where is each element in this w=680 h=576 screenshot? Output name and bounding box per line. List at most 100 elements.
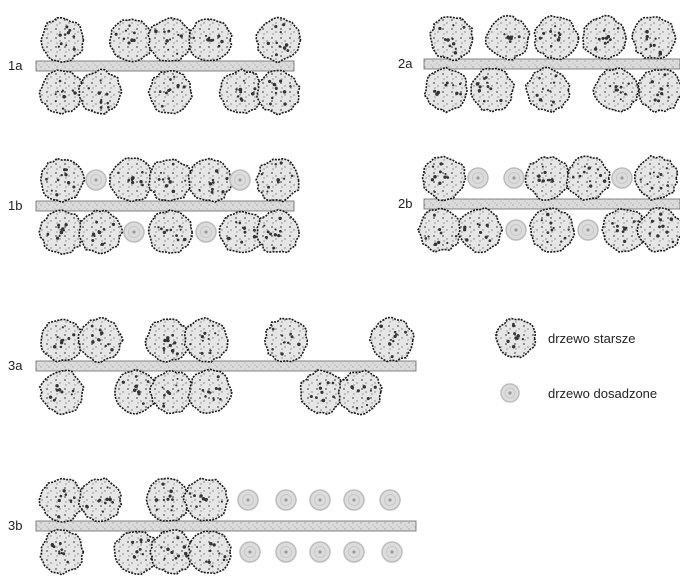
old-tree-icon — [149, 71, 193, 114]
young-tree-icon — [578, 220, 598, 240]
young-tree-icon — [380, 490, 400, 510]
young-tree-icon — [310, 542, 330, 562]
young-tree-icon — [344, 490, 364, 510]
old-tree-icon — [418, 208, 463, 252]
old-tree-icon — [370, 318, 414, 362]
old-tree-icon — [41, 18, 84, 62]
young-tree-icon — [501, 384, 519, 402]
road-2b — [424, 199, 680, 209]
legend — [496, 319, 536, 402]
young-tree-icon — [276, 490, 296, 510]
young-tree-icon — [86, 170, 106, 190]
young-tree-icon — [382, 542, 402, 562]
young-tree-icon — [196, 222, 216, 242]
legend-young-tree-label: drzewo dosadzone — [548, 386, 657, 401]
old-tree-icon — [79, 210, 122, 254]
old-tree-icon — [593, 68, 638, 112]
old-tree-icon — [110, 158, 154, 202]
diagram-label-3b: 3b — [8, 518, 22, 533]
old-tree-icon — [423, 157, 466, 201]
diagram-2b — [418, 156, 680, 253]
old-tree-icon — [301, 370, 344, 414]
legend-old-tree-label: drzewo starsze — [548, 331, 635, 346]
diagram-label-1b: 1b — [8, 198, 22, 213]
old-tree-icon — [458, 208, 502, 253]
old-tree-icon — [257, 71, 300, 115]
old-tree-icon — [526, 157, 570, 200]
old-tree-icon — [189, 19, 232, 61]
young-tree-icon — [612, 168, 632, 188]
diagram-3b — [36, 478, 416, 575]
old-tree-icon — [583, 16, 626, 59]
young-tree-icon — [230, 170, 250, 190]
old-tree-icon — [338, 370, 382, 414]
old-tree-icon — [567, 156, 611, 200]
old-tree-icon — [79, 69, 122, 114]
diagram-1b — [36, 158, 299, 255]
young-tree-icon — [124, 222, 144, 242]
road-3a — [36, 361, 416, 371]
old-tree-icon — [256, 18, 300, 63]
old-tree-icon — [471, 69, 514, 112]
old-tree-icon — [257, 210, 299, 253]
road-1b — [36, 201, 294, 211]
old-tree-icon — [40, 530, 83, 575]
young-tree-icon — [504, 168, 524, 188]
young-tree-icon — [276, 542, 296, 562]
old-tree-icon — [185, 318, 228, 363]
diagram-label-2b: 2b — [398, 196, 412, 211]
diagram-3a — [36, 318, 416, 415]
old-tree-icon — [149, 159, 192, 201]
young-tree-icon — [240, 542, 260, 562]
old-tree-icon — [220, 212, 264, 253]
old-tree-icon — [188, 158, 231, 202]
old-tree-icon — [188, 369, 232, 413]
road-3b — [36, 521, 416, 531]
young-tree-icon — [344, 542, 364, 562]
legend-young-tree-icon — [501, 384, 519, 402]
road-2a — [424, 59, 680, 69]
young-tree-icon — [310, 490, 330, 510]
old-tree-icon — [184, 478, 228, 521]
old-tree-icon — [424, 67, 467, 112]
diagram-label-2a: 2a — [398, 56, 412, 71]
old-tree-icon — [220, 69, 264, 113]
old-tree-icon — [188, 531, 231, 573]
old-tree-icon — [430, 17, 473, 61]
old-tree-icon — [110, 19, 153, 61]
old-tree-icon — [41, 319, 84, 361]
old-tree-icon — [150, 371, 194, 414]
diagram-label-3a: 3a — [8, 358, 22, 373]
old-tree-icon — [150, 530, 194, 574]
old-tree-icon — [148, 210, 192, 253]
old-tree-icon — [79, 478, 122, 522]
old-tree-icon — [534, 16, 578, 60]
young-tree-icon — [238, 490, 258, 510]
old-tree-icon — [526, 67, 570, 112]
diagram-2a — [424, 16, 680, 113]
old-tree-icon — [496, 319, 536, 358]
young-tree-icon — [468, 168, 488, 188]
legend-old-tree-icon — [496, 319, 536, 358]
old-tree-icon — [40, 370, 84, 414]
old-tree-icon — [148, 18, 192, 61]
old-tree-icon — [265, 318, 308, 361]
old-tree-icon — [637, 208, 680, 252]
old-tree-icon — [638, 69, 680, 112]
old-tree-icon — [39, 479, 84, 523]
old-tree-icon — [256, 159, 299, 202]
old-tree-icon — [635, 156, 678, 200]
old-tree-icon — [145, 319, 190, 362]
old-tree-icon — [486, 16, 530, 60]
diagram-label-1a: 1a — [8, 58, 22, 73]
young-tree-icon — [506, 220, 526, 240]
old-tree-icon — [632, 17, 676, 59]
old-tree-icon — [78, 318, 122, 363]
old-tree-icon — [39, 210, 84, 254]
old-tree-icon — [39, 70, 84, 114]
old-tree-icon — [530, 208, 575, 252]
old-tree-icon — [41, 158, 85, 202]
road-1a — [36, 61, 294, 71]
diagram-1a — [36, 18, 301, 115]
